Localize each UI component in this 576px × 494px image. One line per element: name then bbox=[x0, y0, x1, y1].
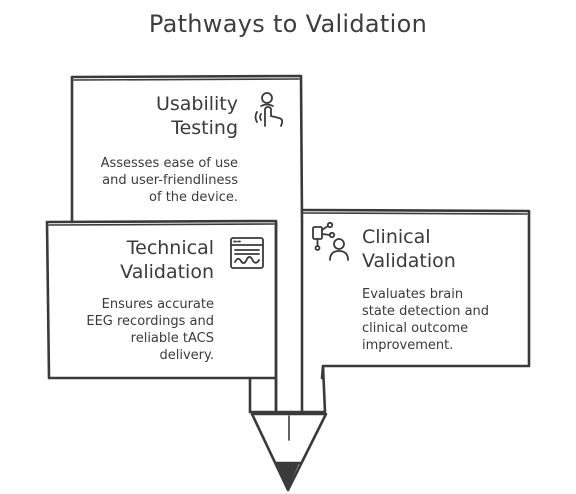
pencil-tip bbox=[250, 412, 328, 492]
technical-heading: Technical Validation bbox=[120, 237, 214, 283]
touch-hand-icon bbox=[254, 92, 284, 127]
pencil-lead bbox=[277, 464, 299, 488]
clinical-description: Evaluates brain state detection and clin… bbox=[362, 287, 490, 353]
diagram-title: Pathways to Validation bbox=[148, 10, 428, 38]
usability-heading: Usability Testing bbox=[155, 93, 238, 139]
monitor-waveform-icon bbox=[230, 237, 264, 269]
usability-description: Assesses ease of use and user-friendline… bbox=[100, 156, 238, 205]
technical-description: Ensures accurate EEG recordings and reli… bbox=[86, 297, 214, 363]
clinician-network-icon bbox=[312, 221, 349, 261]
clinical-heading: Clinical Validation bbox=[362, 226, 456, 272]
usability-card-outline bbox=[70, 74, 304, 224]
